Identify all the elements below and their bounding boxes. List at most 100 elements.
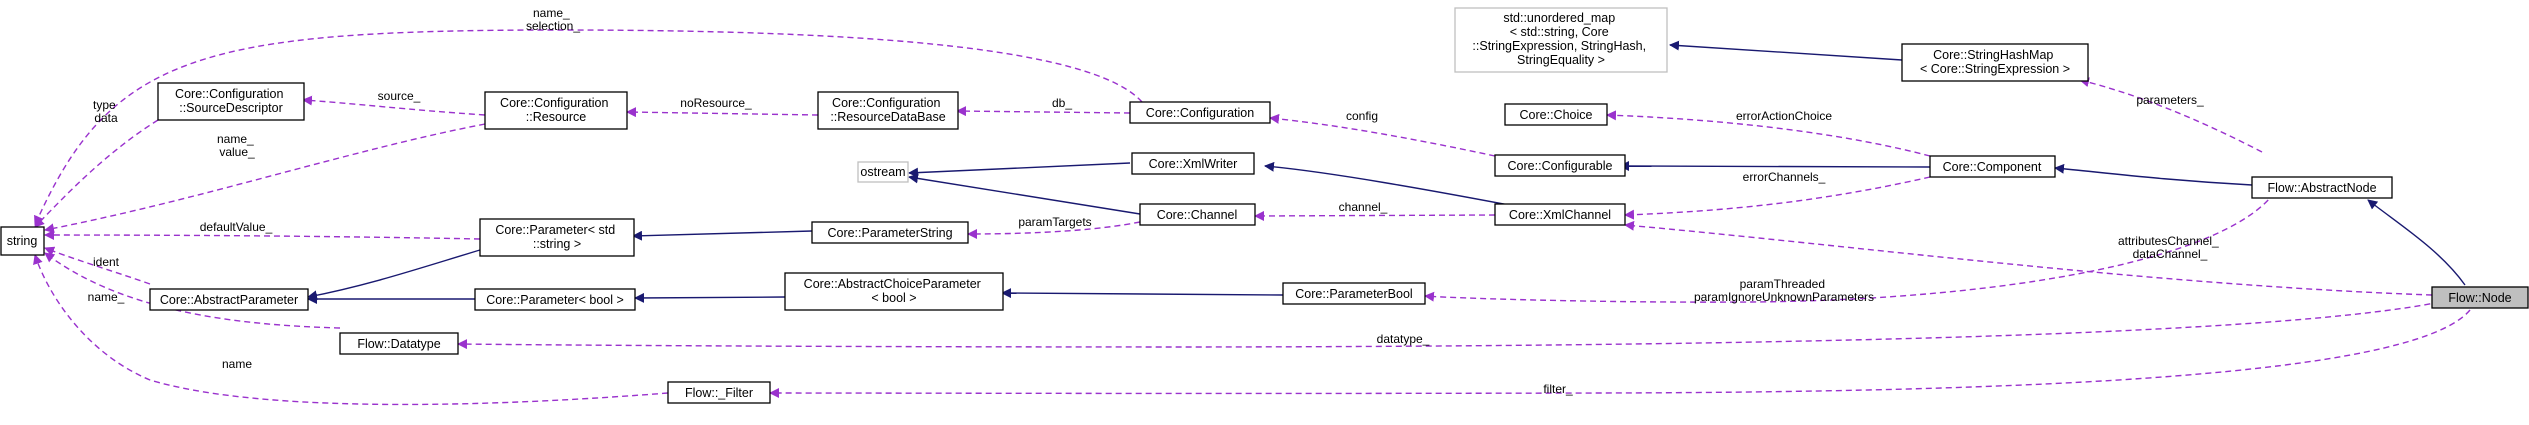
edge-xmlwriter-xmlchannel	[1264, 161, 1531, 210]
label-defaultvalue: defaultValue_	[200, 220, 273, 234]
svg-text:Core::ParameterBool: Core::ParameterBool	[1295, 287, 1412, 301]
edge-abstractparam-paramstd	[307, 249, 481, 301]
edge-component-abstractnode	[2054, 163, 2253, 186]
label-paramtargets: paramTargets	[1018, 215, 1091, 229]
svg-text:Core::Configurable: Core::Configurable	[1508, 159, 1613, 173]
edge-channel-paramstring	[967, 221, 1141, 239]
svg-text:Flow::Datatype: Flow::Datatype	[357, 337, 440, 351]
edge-node-xmlchannel	[1624, 220, 2433, 296]
edge-abstractnode-stringhashmap	[2079, 77, 2263, 153]
node-choice[interactable]: Core::Choice	[1504, 103, 1608, 126]
edge-resource-srcdesc	[302, 95, 486, 116]
node-stringhashmap[interactable]: Core::StringHashMap < Core::StringExpres…	[1901, 43, 2089, 82]
edge-parambool-abstractchoice	[634, 292, 786, 303]
node-configuration[interactable]: Core::Configuration	[1129, 101, 1271, 124]
edge-configuration-string-name	[34, 29, 1143, 226]
edge-abstractparam-string	[44, 246, 151, 285]
edge-paramstd-string	[44, 230, 481, 241]
node-abstract-choice-parameter[interactable]: Core::AbstractChoiceParameter < bool >	[784, 272, 1004, 311]
svg-text:Core::AbstractChoiceParameter: Core::AbstractChoiceParameter < bool >	[804, 277, 985, 305]
node-string[interactable]: string	[0, 226, 45, 256]
node-abstractnode[interactable]: Flow::AbstractNode	[2251, 176, 2393, 199]
label-filter: filter_	[1543, 382, 1573, 396]
svg-text:Core::XmlChannel: Core::XmlChannel	[1509, 208, 1611, 222]
svg-text:Flow::Node: Flow::Node	[2448, 291, 2511, 305]
node-xmlwriter[interactable]: Core::XmlWriter	[1131, 152, 1255, 175]
node-parameterbool[interactable]: Core::ParameterBool	[1282, 282, 1426, 305]
edge-component-choice	[1606, 110, 1931, 157]
edge-filter-string	[33, 254, 669, 406]
node-datatype[interactable]: Flow::Datatype	[339, 332, 459, 355]
svg-text:Core::Choice: Core::Choice	[1520, 108, 1593, 122]
svg-text:Core::Parameter< std ::s: Core::Parameter< std ::string >	[495, 223, 618, 251]
label-name-under: name_	[88, 290, 125, 304]
node-xmlchannel[interactable]: Core::XmlChannel	[1494, 203, 1626, 226]
svg-text:Core::Component: Core::Component	[1943, 160, 2042, 174]
node-parameter-bool[interactable]: Core::Parameter< bool >	[474, 288, 636, 311]
label-datatype: datatype_	[1377, 332, 1430, 346]
svg-text:Flow::AbstractNode: Flow::AbstractNode	[2267, 181, 2376, 195]
edge-ostream-xmlwriter	[908, 162, 1131, 178]
label-config: config	[1346, 109, 1378, 123]
svg-text:Core::AbstractParameter: Core::AbstractParameter	[160, 293, 298, 307]
node-configurable[interactable]: Core::Configurable	[1494, 154, 1626, 177]
label-attributes: attributesChannel_ dataChannel_	[2118, 234, 2222, 261]
node-component[interactable]: Core::Component	[1929, 155, 2056, 178]
edge-datatype-string	[44, 252, 341, 329]
edge-ostream-channel	[908, 173, 1141, 215]
edge-labels: name_ selection_ type data source_ noRes…	[88, 6, 2222, 396]
edge-resdb-resource	[626, 107, 819, 118]
node-parameter-std-string[interactable]: Core::Parameter< std ::string >	[479, 218, 635, 257]
edge-configurable-component	[1619, 161, 1931, 172]
svg-text:ostream: ostream	[860, 165, 905, 179]
edge-node-filter	[769, 309, 2471, 399]
label-noresource: noResource_	[680, 96, 752, 110]
edge-component-xmlchannel	[1624, 176, 1931, 220]
svg-text:Core::XmlWriter: Core::XmlWriter	[1149, 157, 1238, 171]
svg-text:Core::Parameter< bool >: Core::Parameter< bool >	[486, 293, 624, 307]
svg-text:Core::ParameterString: Core::ParameterString	[827, 226, 952, 240]
edge-unorderedmap-stringhashmap	[1669, 40, 1903, 61]
label-paramthreaded: paramThreaded paramIgnoreUnknownParamete…	[1694, 277, 1874, 304]
label-source: source_	[378, 89, 421, 103]
svg-text:Core::Configuration ::Re: Core::Configuration ::ResourceDataBase	[830, 96, 945, 124]
label-parameters: parameters_	[2136, 93, 2204, 107]
edge-abstractchoice-parameterbool	[1001, 288, 1284, 299]
node-parameter-string[interactable]: Core::ParameterString	[811, 221, 969, 244]
label-ident: ident	[93, 255, 120, 269]
label-erroractionchoice: errorActionChoice	[1736, 109, 1832, 123]
svg-text:string: string	[7, 234, 38, 248]
label-channel: channel_	[1339, 200, 1388, 214]
edge-resource-string	[44, 123, 486, 234]
node-channel[interactable]: Core::Channel	[1139, 203, 1256, 226]
node-unordered-map[interactable]: std::unordered_map < std::string, Core :…	[1454, 7, 1668, 73]
edge-xmlchannel-channel	[1254, 210, 1496, 221]
node-filter[interactable]: Flow::_Filter	[667, 381, 771, 404]
svg-text:Core::Channel: Core::Channel	[1157, 208, 1238, 222]
svg-text:Core::StringHashMap < Co: Core::StringHashMap < Core::StringExpres…	[1920, 48, 2070, 76]
label-type-data: type data	[93, 98, 119, 125]
node-source-descriptor[interactable]: Core::Configuration ::SourceDescriptor	[157, 82, 305, 121]
edge-abstractnode-node	[2367, 199, 2466, 286]
label-db: db_	[1052, 96, 1072, 110]
edge-paramstd-paramstring	[632, 230, 813, 241]
svg-text:std::unordered_map < std: std::unordered_map < std::string, Core :…	[1472, 11, 1649, 67]
node-resource-database[interactable]: Core::Configuration ::ResourceDataBase	[817, 91, 959, 130]
node-resource[interactable]: Core::Configuration ::Resource	[484, 91, 628, 130]
svg-text:Flow::_Filter: Flow::_Filter	[685, 386, 753, 400]
label-name-selection: name_ selection_	[526, 6, 580, 33]
svg-text:Core::Configuration: Core::Configuration	[1146, 106, 1254, 120]
edge-node-datatype	[457, 301, 2441, 350]
svg-text:Core::Configuration ::Re: Core::Configuration ::Resource	[500, 96, 612, 124]
node-flow-node[interactable]: Flow::Node	[2431, 286, 2529, 309]
label-name: name	[222, 357, 252, 371]
node-abstract-parameter[interactable]: Core::AbstractParameter	[149, 288, 309, 311]
node-ostream[interactable]: ostream	[857, 161, 909, 183]
svg-text:Core::Configuration ::So: Core::Configuration ::SourceDescriptor	[175, 87, 287, 115]
edge-configurable-configuration	[1269, 113, 1496, 157]
label-name-value: name_ value_	[217, 132, 257, 159]
edge-srcdesc-string	[34, 119, 159, 228]
label-errorchannels: errorChannels_	[1743, 170, 1826, 184]
edge-configuration-resdb	[956, 106, 1131, 117]
